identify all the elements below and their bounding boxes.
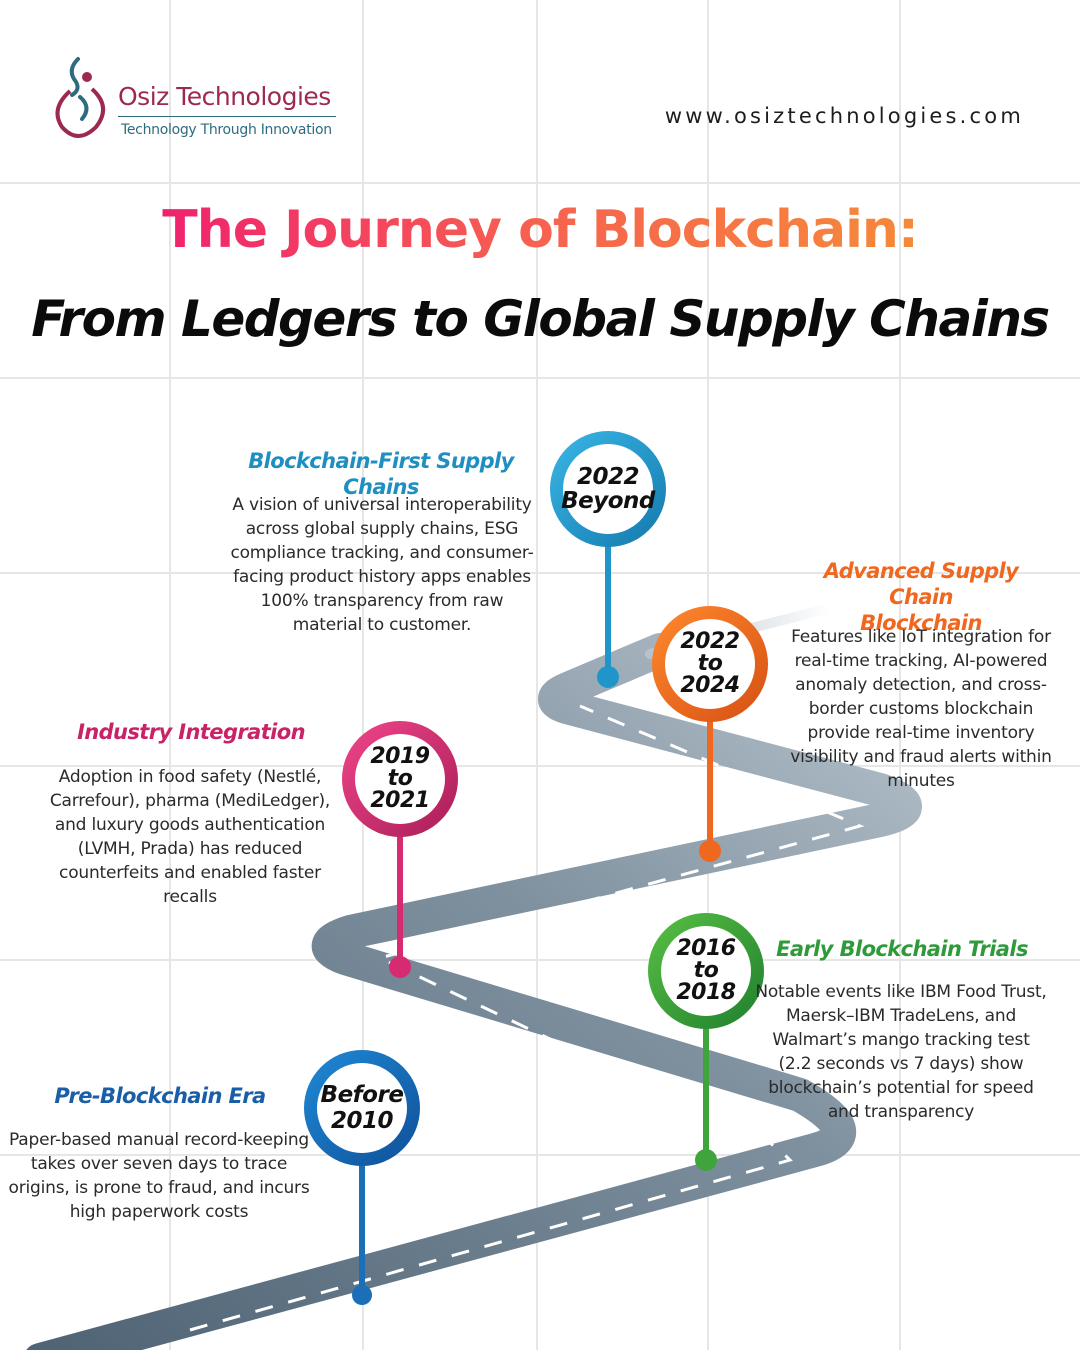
period-line2: 2021 bbox=[370, 788, 430, 813]
page-title: The Journey of Blockchain: bbox=[0, 200, 1080, 260]
period-line2: 2018 bbox=[676, 980, 736, 1005]
brand-tagline: Technology Through Innovation bbox=[121, 122, 332, 138]
period-line2: 2010 bbox=[330, 1108, 394, 1134]
milestone-title-pre-blockchain: Pre-Blockchain Era bbox=[54, 1084, 266, 1108]
road-dashes bbox=[189, 704, 865, 1332]
milestone-desc-pre-blockchain: Paper-based manual record-keeping takes … bbox=[8, 1130, 310, 1222]
period-line1: 2022 bbox=[680, 629, 740, 654]
page-title-text: The Journey of Blockchain: bbox=[162, 200, 918, 260]
milestone-title-advanced-supply-chain: Advanced Supply Chain Blockchain bbox=[790, 558, 1052, 636]
period-line2: 2024 bbox=[680, 673, 740, 698]
period-line2: Beyond bbox=[561, 488, 655, 514]
pin-2022-beyond bbox=[550, 431, 666, 688]
period-mid: to bbox=[387, 766, 413, 791]
period-line1: 2022 bbox=[577, 464, 640, 490]
osiz-logo-icon bbox=[55, 57, 105, 138]
road-surface bbox=[26, 633, 922, 1350]
period-mid: to bbox=[693, 958, 719, 983]
website-url[interactable]: www.osiztechnologies.com bbox=[664, 104, 1024, 128]
milestone-desc-early-trials: Notable events like IBM Food Trust, Maer… bbox=[755, 982, 1047, 1122]
pin-2016-2018 bbox=[648, 913, 764, 1171]
milestone-title-industry-integration: Industry Integration bbox=[77, 720, 305, 744]
period-mid: to bbox=[697, 651, 723, 676]
title-line1: Advanced Supply Chain bbox=[823, 559, 1019, 609]
pin-before-2010 bbox=[304, 1050, 420, 1305]
milestone-desc-blockchain-first: A vision of universal interoperability a… bbox=[230, 495, 534, 635]
period-line1: 2019 bbox=[370, 744, 430, 769]
period-line1: 2016 bbox=[676, 936, 736, 961]
pin-2022-2024 bbox=[652, 606, 768, 862]
page-subtitle: From Ledgers to Global Supply Chains bbox=[31, 290, 1050, 348]
brand-divider bbox=[118, 116, 336, 117]
period-line1: Before bbox=[320, 1082, 404, 1108]
milestone-title-early-trials: Early Blockchain Trials bbox=[776, 937, 1028, 961]
milestone-desc-advanced-supply-chain: Features like IoT integration for real-t… bbox=[790, 627, 1052, 791]
brand-name: Osiz Technologies bbox=[118, 82, 331, 111]
title-line2: Blockchain bbox=[860, 611, 982, 635]
milestone-title-blockchain-first: Blockchain-First Supply Chains bbox=[248, 449, 514, 499]
milestone-desc-industry-integration: Adoption in food safety (Nestlé, Carrefo… bbox=[49, 767, 331, 907]
pin-2019-2021 bbox=[342, 721, 458, 978]
